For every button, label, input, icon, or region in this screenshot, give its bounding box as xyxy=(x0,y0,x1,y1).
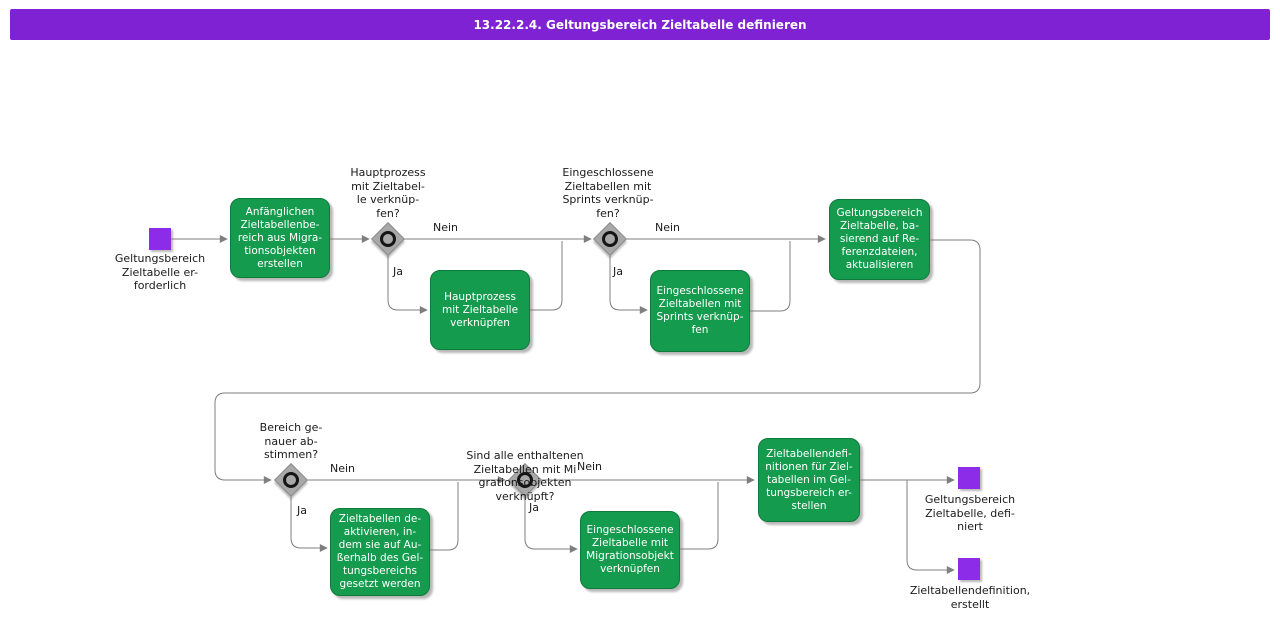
task-create-target-table-definitions: Zieltabellendefi- nitionen für Ziel- tab… xyxy=(758,438,860,522)
gateway-4-question: Sind alle enthaltenen Zieltabellen mit M… xyxy=(466,449,584,503)
flow-a2-merge xyxy=(530,241,563,311)
gateway-3-question: Bereich ge- nauer ab- stimmen? xyxy=(259,421,323,461)
task-link-included-table-migration-object: Eingeschlossene Zieltabelle mit Migratio… xyxy=(580,511,680,589)
flow-gw4-ja-to-a6 xyxy=(524,496,578,553)
flow-a6-merge xyxy=(680,482,719,550)
circle-icon xyxy=(517,472,533,488)
task-deactivate-target-tables: Zieltabellen de- aktivieren, in- dem sie… xyxy=(330,508,430,596)
edge-label-nein-2: Nein xyxy=(655,221,681,234)
gateway-main-process-linked xyxy=(371,222,405,256)
task-initial-target-table-scope: Anfänglichen Zieltabellenbe- reich aus M… xyxy=(230,198,330,278)
flow-gw3-ja-to-a5 xyxy=(290,496,328,552)
flow-gw2-ja-to-a3 xyxy=(609,255,648,314)
task-update-scope-reference-files: Geltungsbereich Zieltabelle, ba- sierend… xyxy=(829,199,930,280)
circle-icon xyxy=(602,231,618,247)
flow-branch-to-end2 xyxy=(906,480,955,574)
task-link-main-process: Hauptprozess mit Zieltabelle verknüpfen xyxy=(430,270,530,350)
end-event-definition-created xyxy=(958,558,980,580)
flow-a5-merge xyxy=(430,482,459,551)
edge-label-ja-4: Ja xyxy=(529,501,539,514)
circle-icon xyxy=(283,472,299,488)
gateway-refine-scope xyxy=(274,463,308,497)
gateway-2-question: Eingeschlossene Zieltabellen mit Sprints… xyxy=(562,166,654,220)
edge-label-nein-3: Nein xyxy=(330,462,356,475)
flow-gw1-ja-to-a2 xyxy=(387,255,428,314)
edge-label-ja-1: Ja xyxy=(393,265,403,278)
edge-label-ja-3: Ja xyxy=(297,504,307,517)
gateway-included-tables-sprints xyxy=(593,222,627,256)
end-event-2-label: Zieltabellendefinition, erstellt xyxy=(909,584,1031,611)
edge-label-nein-4: Nein xyxy=(577,460,603,473)
start-event-label: Geltungsbereich Zieltabelle er- forderli… xyxy=(114,252,206,292)
gateway-1-question: Hauptprozess mit Zieltabel- le verknüp- … xyxy=(350,166,426,220)
circle-icon xyxy=(380,231,396,247)
flow-a4-wrap-to-gw3 xyxy=(214,239,981,484)
edge-label-ja-2: Ja xyxy=(613,265,623,278)
edge-label-nein-1: Nein xyxy=(433,221,459,234)
flow-a3-merge xyxy=(750,241,791,312)
end-event-scope-defined xyxy=(958,467,980,489)
title-bar: 13.22.2.4. Geltungsbereich Zieltabelle d… xyxy=(10,9,1270,40)
start-event xyxy=(149,228,171,250)
gateway-all-tables-linked xyxy=(508,463,542,497)
end-event-1-label: Geltungsbereich Zieltabelle, defi- niert xyxy=(924,493,1016,533)
task-link-included-tables-sprints: Eingeschlossene Zieltabellen mit Sprints… xyxy=(650,270,750,352)
